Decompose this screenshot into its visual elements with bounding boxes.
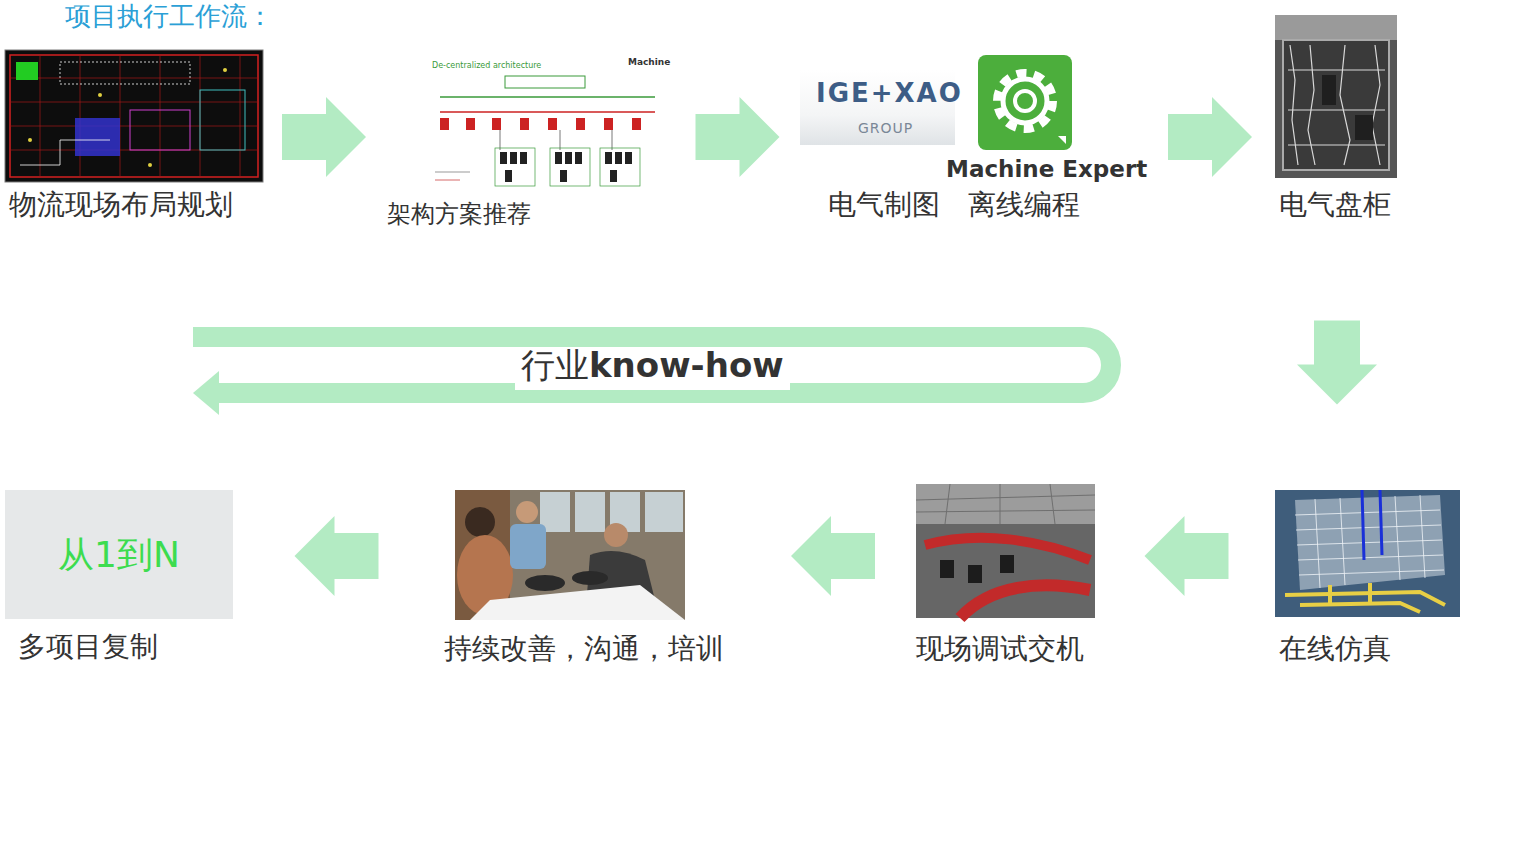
step-improvement: 持续改善，沟通，培训 <box>440 490 750 670</box>
band-arrow-path <box>193 337 1111 393</box>
flow-arrow <box>791 516 875 596</box>
cad-layout-picture <box>5 50 263 182</box>
step-caption: 架构方案推荐 <box>387 200 531 229</box>
diagram-title: 项目执行工作流： <box>65 0 273 32</box>
band-text: 行业 <box>521 345 589 385</box>
product-name: Machine Expert <box>946 155 1147 183</box>
logo-text: IGE+XAO <box>816 78 963 109</box>
step-caption: 电气制图 <box>828 188 940 222</box>
site-photo <box>916 484 1095 618</box>
step-caption: 持续改善，沟通，培训 <box>444 632 724 666</box>
step-caption: 物流现场布局规划 <box>9 188 233 222</box>
flow-arrow <box>1297 321 1377 405</box>
know-how-band: 行业know-how <box>193 325 1123 417</box>
gear-logo <box>978 55 1072 150</box>
step-architecture: 架构方案推荐 <box>385 55 675 240</box>
step-caption: 多项目复制 <box>18 630 158 664</box>
flow-arrow <box>295 516 379 596</box>
brand-text-small: Machine <box>628 57 670 68</box>
flow-arrow <box>1145 516 1229 596</box>
step-layout-planning: 物流现场布局规划 <box>5 50 263 235</box>
replication-box: 从1到N多项目复制 <box>5 490 233 619</box>
flow-arrow <box>282 97 366 177</box>
box-text: 从1到N <box>58 533 180 576</box>
step-commissioning: 现场调试交机 <box>916 484 1098 670</box>
flow-arrow <box>696 97 780 177</box>
architecture-picture <box>430 55 665 190</box>
band-text-patch: 行业know-how <box>515 347 790 390</box>
step-simulation: 在线仿真 <box>1275 490 1461 670</box>
meeting-photo <box>455 490 685 620</box>
band-arrow-head <box>193 371 219 415</box>
cabinet-photo <box>1275 15 1397 178</box>
step-caption: 在线仿真 <box>1279 632 1391 666</box>
warehouse-simulation-picture <box>1275 490 1460 617</box>
step-cabinet: 电气盘柜 <box>1275 15 1403 235</box>
band-text-bold: know-how <box>589 345 784 385</box>
step-caption: 电气盘柜 <box>1279 188 1391 222</box>
flow-arrow <box>1168 97 1252 177</box>
logo-subtext: GROUP <box>858 120 913 137</box>
step-caption: 现场调试交机 <box>916 632 1084 666</box>
step-caption: 离线编程 <box>968 188 1080 222</box>
diagram-heading-small: De-centralized architecture <box>432 61 541 71</box>
